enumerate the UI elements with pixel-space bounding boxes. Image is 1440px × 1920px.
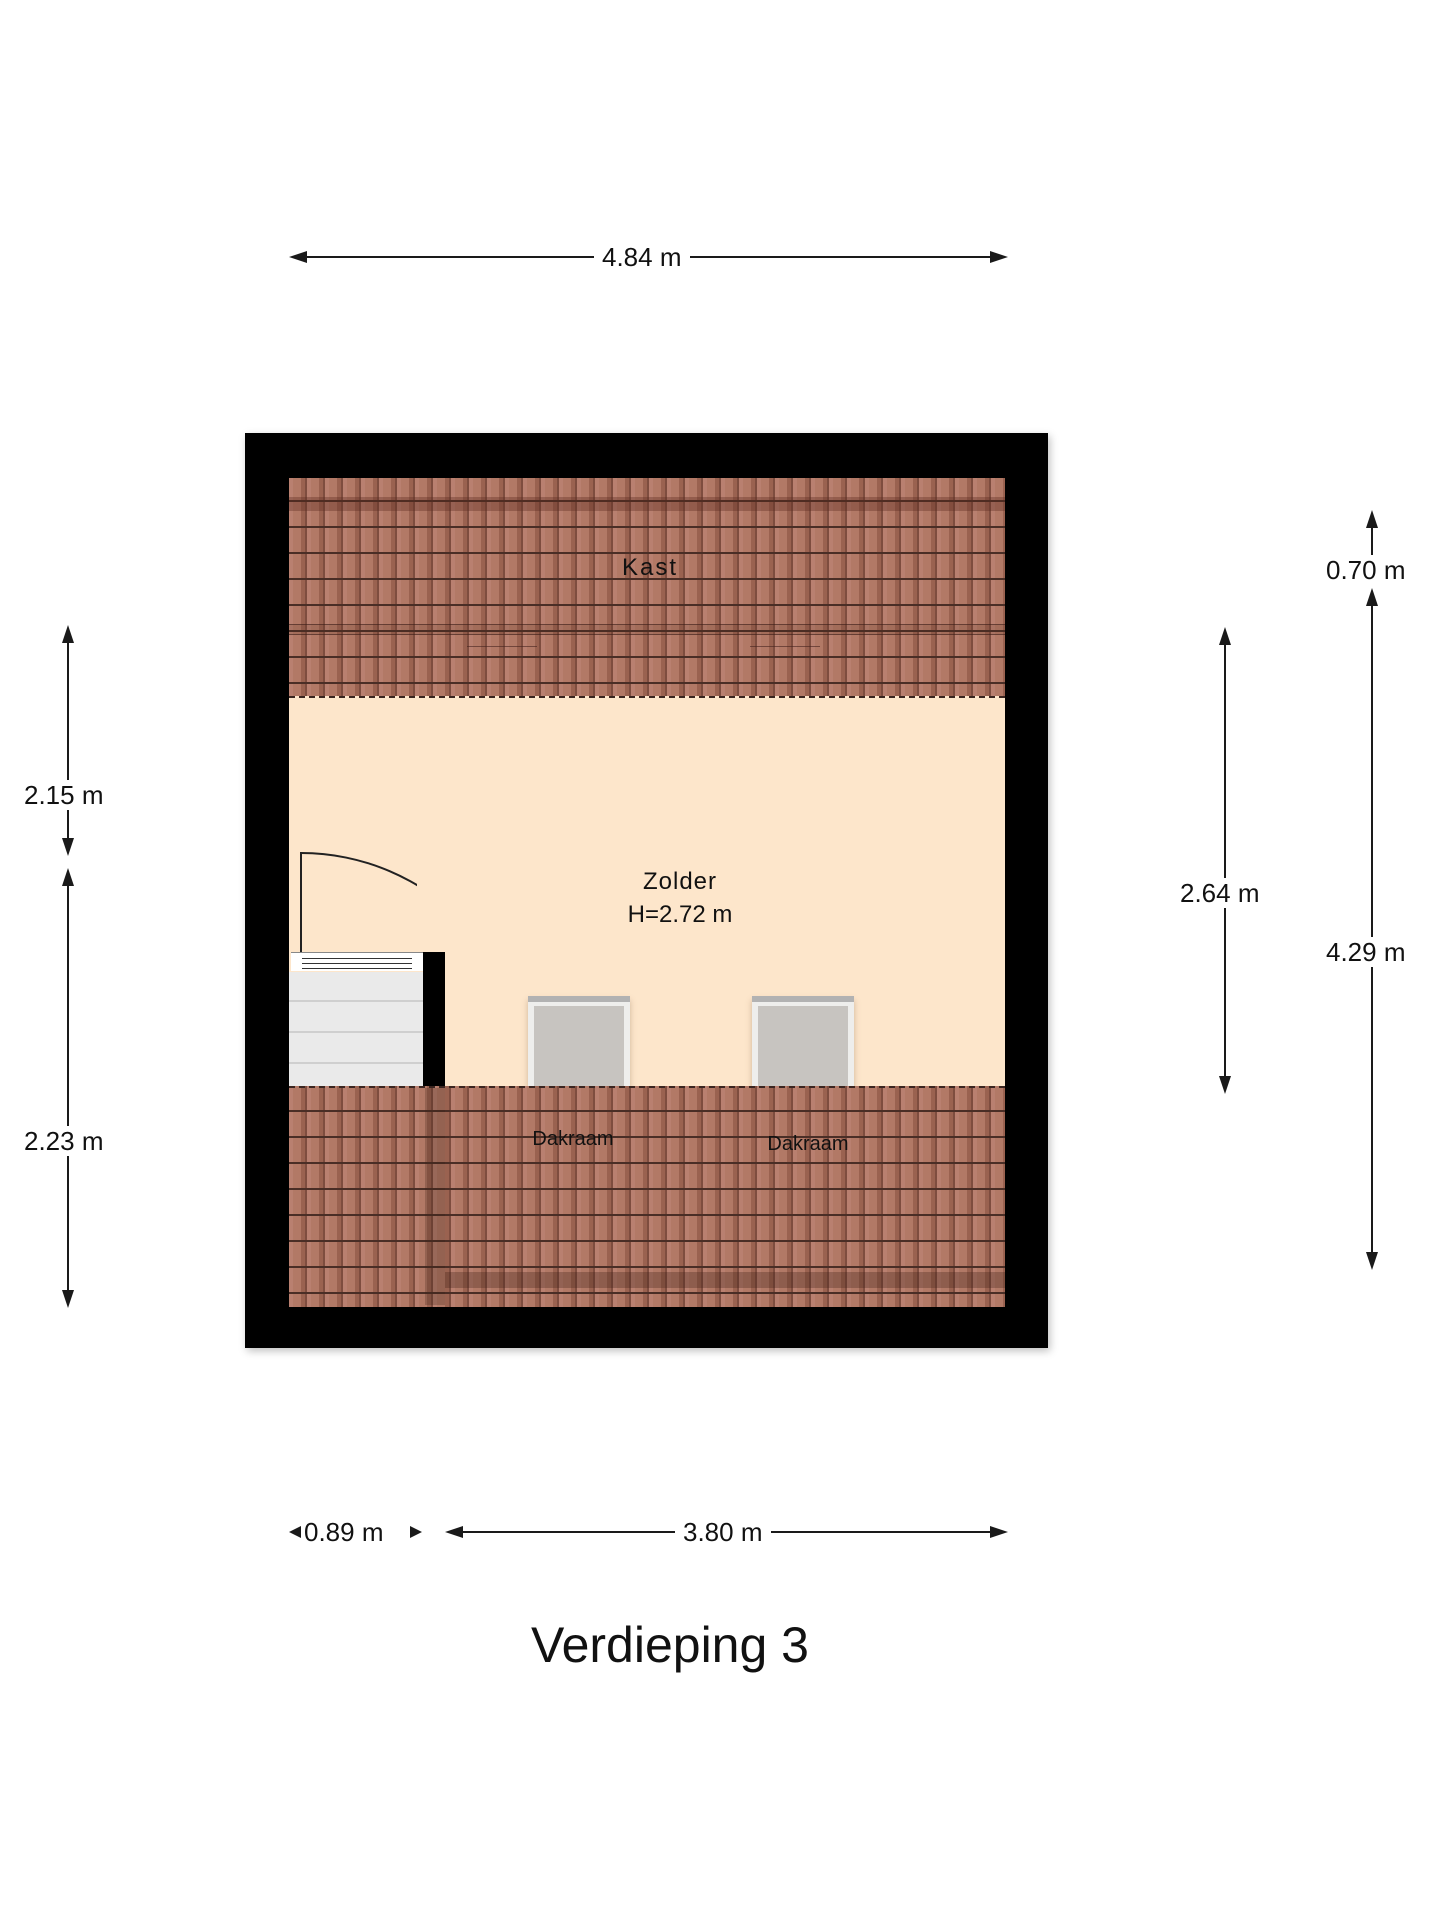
arrow-up-icon xyxy=(62,868,74,886)
roof-slope-top xyxy=(289,478,1005,696)
arrow-left-icon xyxy=(445,1526,463,1538)
arrow-up-icon xyxy=(1366,510,1378,528)
arrow-down-icon xyxy=(1219,1076,1231,1094)
dimension-label: 4.84 m xyxy=(594,242,690,272)
arrow-down-icon xyxy=(62,1290,74,1308)
roof-slope-bottom xyxy=(289,1086,1005,1307)
stair-step xyxy=(289,1062,423,1064)
arrow-down-icon xyxy=(62,838,74,856)
kast-divider xyxy=(289,624,1005,635)
dimension-line xyxy=(67,880,69,1300)
dimension-label: 0.89 m xyxy=(302,1517,386,1547)
hatch-line xyxy=(302,958,412,959)
arrow-right-icon xyxy=(990,1526,1008,1538)
arrow-right-icon xyxy=(990,251,1008,263)
skylight-2 xyxy=(752,996,854,1092)
room-label-zolder: Zolder xyxy=(642,868,718,895)
arrow-up-icon xyxy=(1219,627,1231,645)
skylight-1 xyxy=(528,996,630,1092)
roof-shadow-strip xyxy=(425,1088,445,1305)
stair-wall xyxy=(423,952,445,1088)
stair-step xyxy=(289,1031,423,1033)
arrow-right-icon xyxy=(410,1526,422,1538)
arrow-left-icon xyxy=(289,251,307,263)
arrow-left-icon xyxy=(289,1526,301,1538)
arrow-up-icon xyxy=(1366,588,1378,606)
hatch-line xyxy=(302,963,412,964)
dimension-label: 2.15 m xyxy=(16,780,112,810)
dimension-label: 4.29 m xyxy=(1318,937,1414,967)
room-label-dakraam-2: Dakraam xyxy=(767,1133,849,1155)
dimension-label: 2.64 m xyxy=(1172,878,1268,908)
floor-title: Verdieping 3 xyxy=(530,1617,809,1673)
room-label-dakraam-1: Dakraam xyxy=(532,1128,614,1150)
room-label-kast: Kast xyxy=(621,554,679,581)
hatch-line xyxy=(302,968,412,969)
dimension-label: 3.80 m xyxy=(675,1517,771,1547)
room-height-zolder: H=2.72 m xyxy=(627,901,733,928)
sliding-arrow-right-icon xyxy=(750,646,820,647)
dimension-label: 2.23 m xyxy=(16,1126,112,1156)
dimension-line xyxy=(1371,520,1373,572)
sliding-arrow-left-icon xyxy=(467,646,537,647)
roof-eave-band xyxy=(445,1272,1005,1288)
arrow-up-icon xyxy=(62,625,74,643)
ridge-band xyxy=(289,497,1005,511)
dimension-line xyxy=(1371,600,1373,1262)
dimension-line xyxy=(1224,640,1226,1085)
stair-step xyxy=(289,1000,423,1002)
dimension-line xyxy=(67,636,69,846)
dimension-label: 0.70 m xyxy=(1318,555,1414,585)
stair-hatch xyxy=(291,952,424,971)
staircase xyxy=(289,972,423,1086)
arrow-down-icon xyxy=(1366,1252,1378,1270)
